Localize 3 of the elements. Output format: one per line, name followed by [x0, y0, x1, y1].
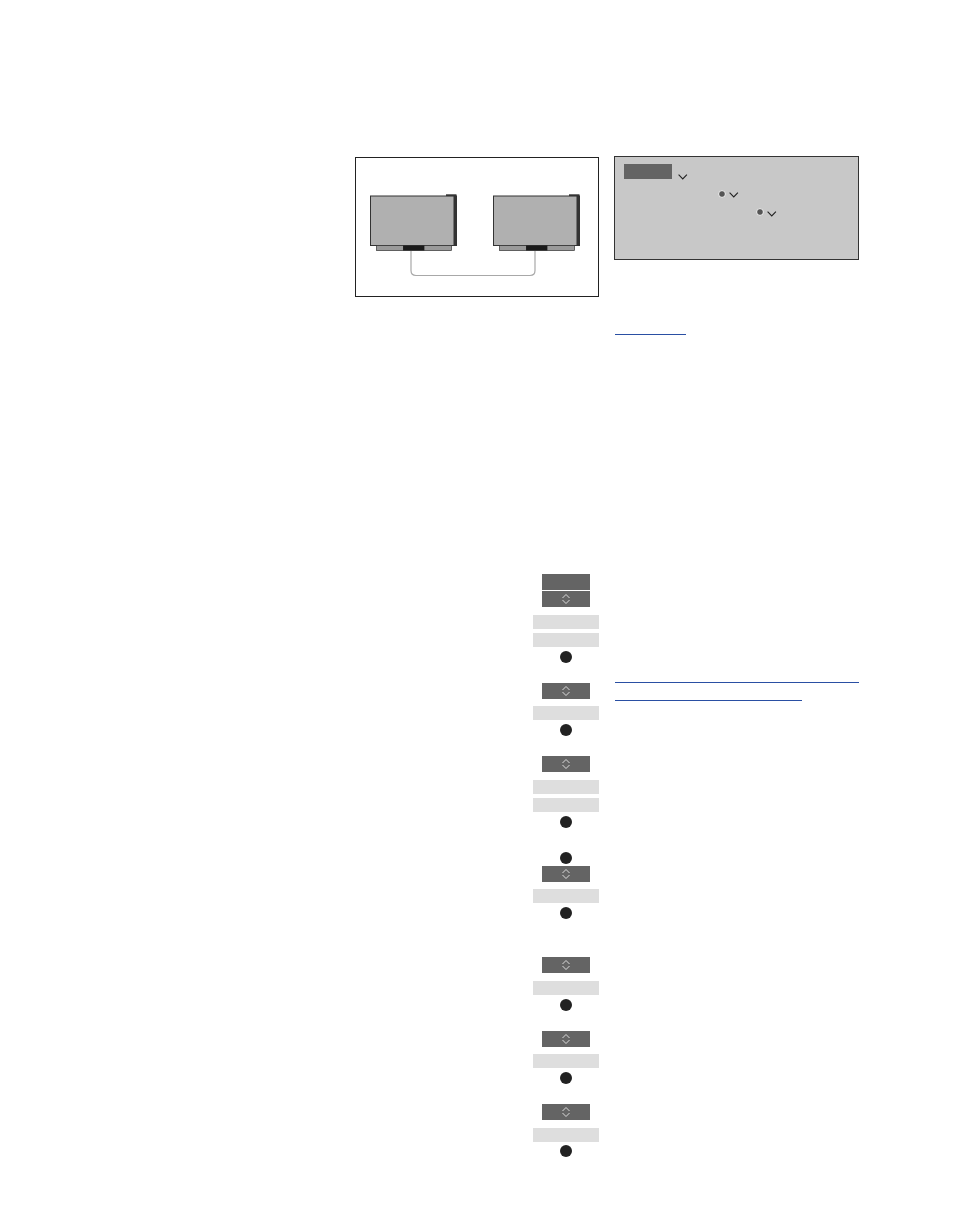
cable-line [410, 250, 536, 277]
device-drawing [493, 194, 580, 251]
device-drawing [370, 194, 457, 251]
